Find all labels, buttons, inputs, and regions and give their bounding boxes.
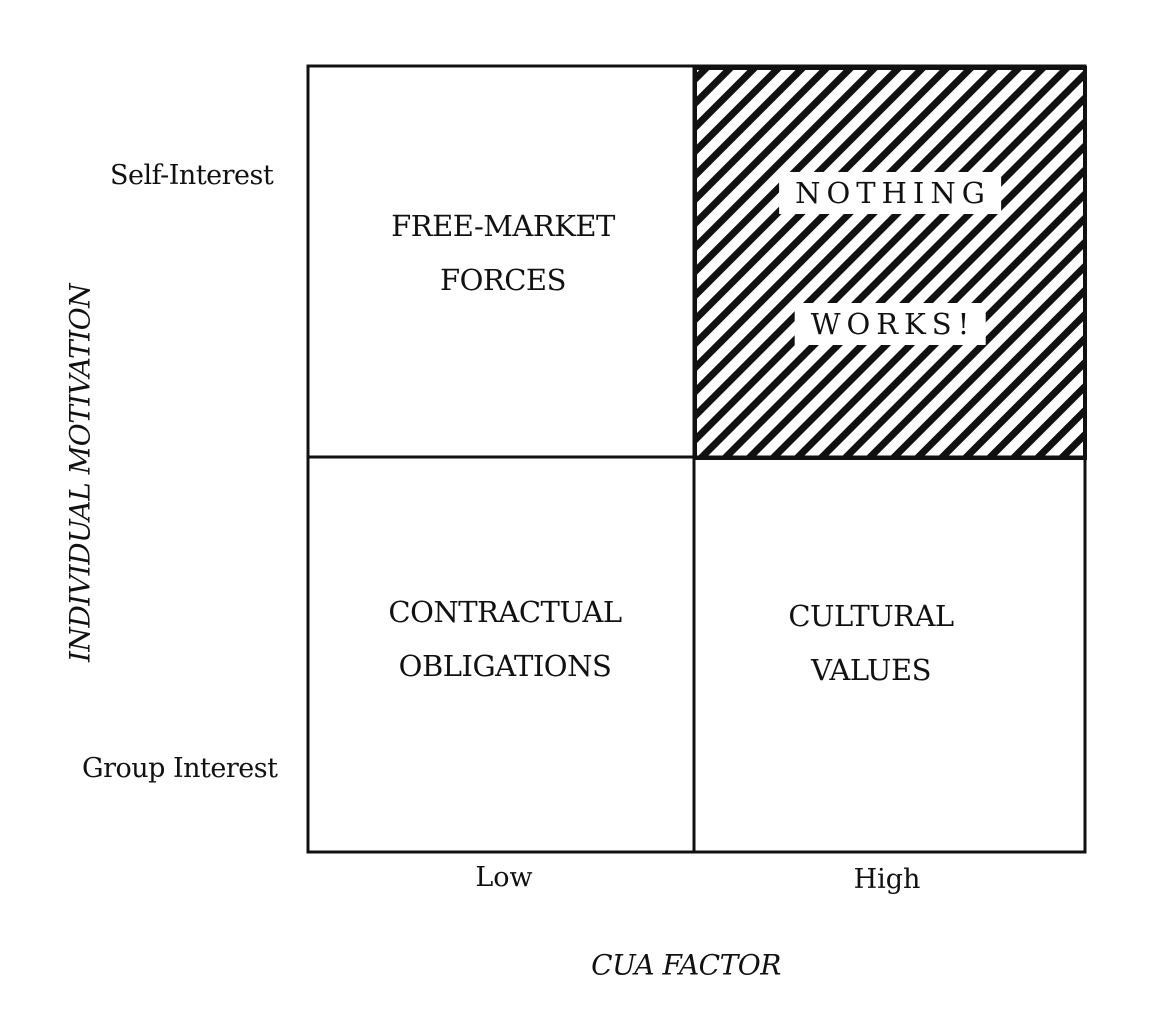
y-axis-title: INDIVIDUAL MOTIVATION [63, 283, 97, 663]
quadrant-top-left-line1: FREE-MARKET [391, 209, 615, 243]
quadrant-bottom-right: CULTURAL VALUES [788, 589, 954, 697]
quadrant-top-left: FREE-MARKET FORCES [391, 199, 615, 307]
quadrant-bottom-right-line2: VALUES [810, 653, 932, 687]
quadrant-top-left-line2: FORCES [440, 263, 566, 297]
hatched-quadrant-border [693, 66, 1087, 460]
quadrant-bottom-left-line2: OBLIGATIONS [398, 649, 612, 683]
quadrant-top-right-line1: NOTHING [779, 172, 1001, 214]
quadrant-top-right-line2: WORKS! [794, 303, 986, 345]
hatched-quadrant [695, 68, 1085, 458]
x-axis-title: CUA FACTOR [591, 948, 781, 982]
quadrant-bottom-right-line1: CULTURAL [788, 599, 954, 633]
quadrant-bottom-left-line1: CONTRACTUAL [388, 595, 622, 629]
y-axis-top-label: Self-Interest [110, 160, 274, 191]
y-axis-bottom-label: Group Interest [82, 753, 278, 784]
x-axis-left-label: Low [475, 862, 533, 893]
quadrant-bottom-left: CONTRACTUAL OBLIGATIONS [388, 585, 622, 693]
x-axis-right-label: High [853, 864, 921, 895]
